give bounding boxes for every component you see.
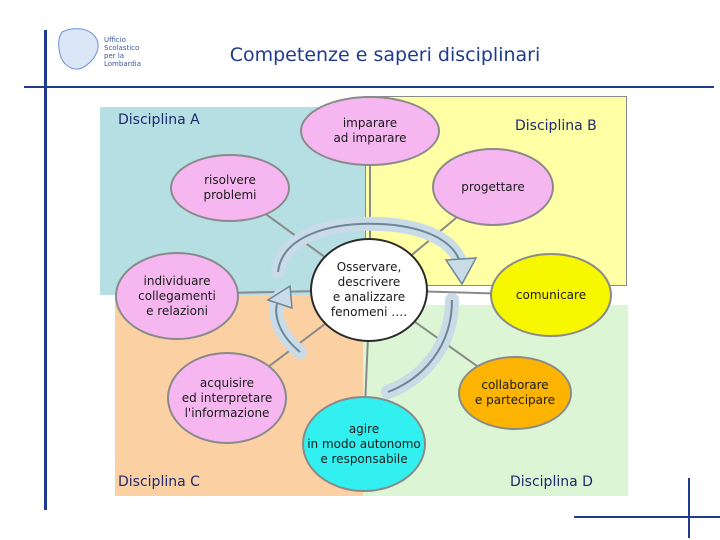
logo-line-3: per la [104, 52, 125, 60]
bottom-right-horizontal-rule [574, 516, 720, 518]
discipline-b-label: Disciplina B [515, 118, 597, 134]
logo-line-1: Ufficio [104, 36, 126, 44]
top-horizontal-rule [24, 86, 714, 88]
bubble-collaborare: collaborare e partecipare [458, 356, 572, 430]
logo-line-4: Lombardia [104, 60, 142, 68]
bubble-acquisire: acquisire ed interpretare l'informazione [167, 352, 287, 444]
lombardy-map-icon [58, 28, 99, 70]
cycle-arrows [266, 216, 478, 399]
bubble-individuare: individuare collegamenti e relazioni [115, 252, 239, 340]
logo-line-2: Scolastico [104, 44, 140, 52]
institution-logo: Ufficio Scolastico per la Lombardia [56, 22, 156, 82]
bubble-progettare: progettare [432, 148, 554, 226]
bubble-risolvere: risolvere problemi [170, 154, 290, 222]
discipline-d-label: Disciplina D [510, 474, 593, 490]
bubble-imparare: imparare ad imparare [300, 96, 440, 166]
bubble-center: Osservare, descrivere e analizzare fenom… [310, 238, 428, 342]
left-vertical-rule [44, 30, 47, 510]
discipline-a-label: Disciplina A [118, 112, 200, 128]
bottom-right-vertical-rule [688, 478, 690, 538]
discipline-c-label: Disciplina C [118, 474, 200, 490]
slide-title: Competenze e saperi disciplinari [229, 44, 541, 66]
bubble-comunicare: comunicare [490, 253, 612, 337]
bubble-agire: agire in modo autonomo e responsabile [302, 396, 426, 492]
